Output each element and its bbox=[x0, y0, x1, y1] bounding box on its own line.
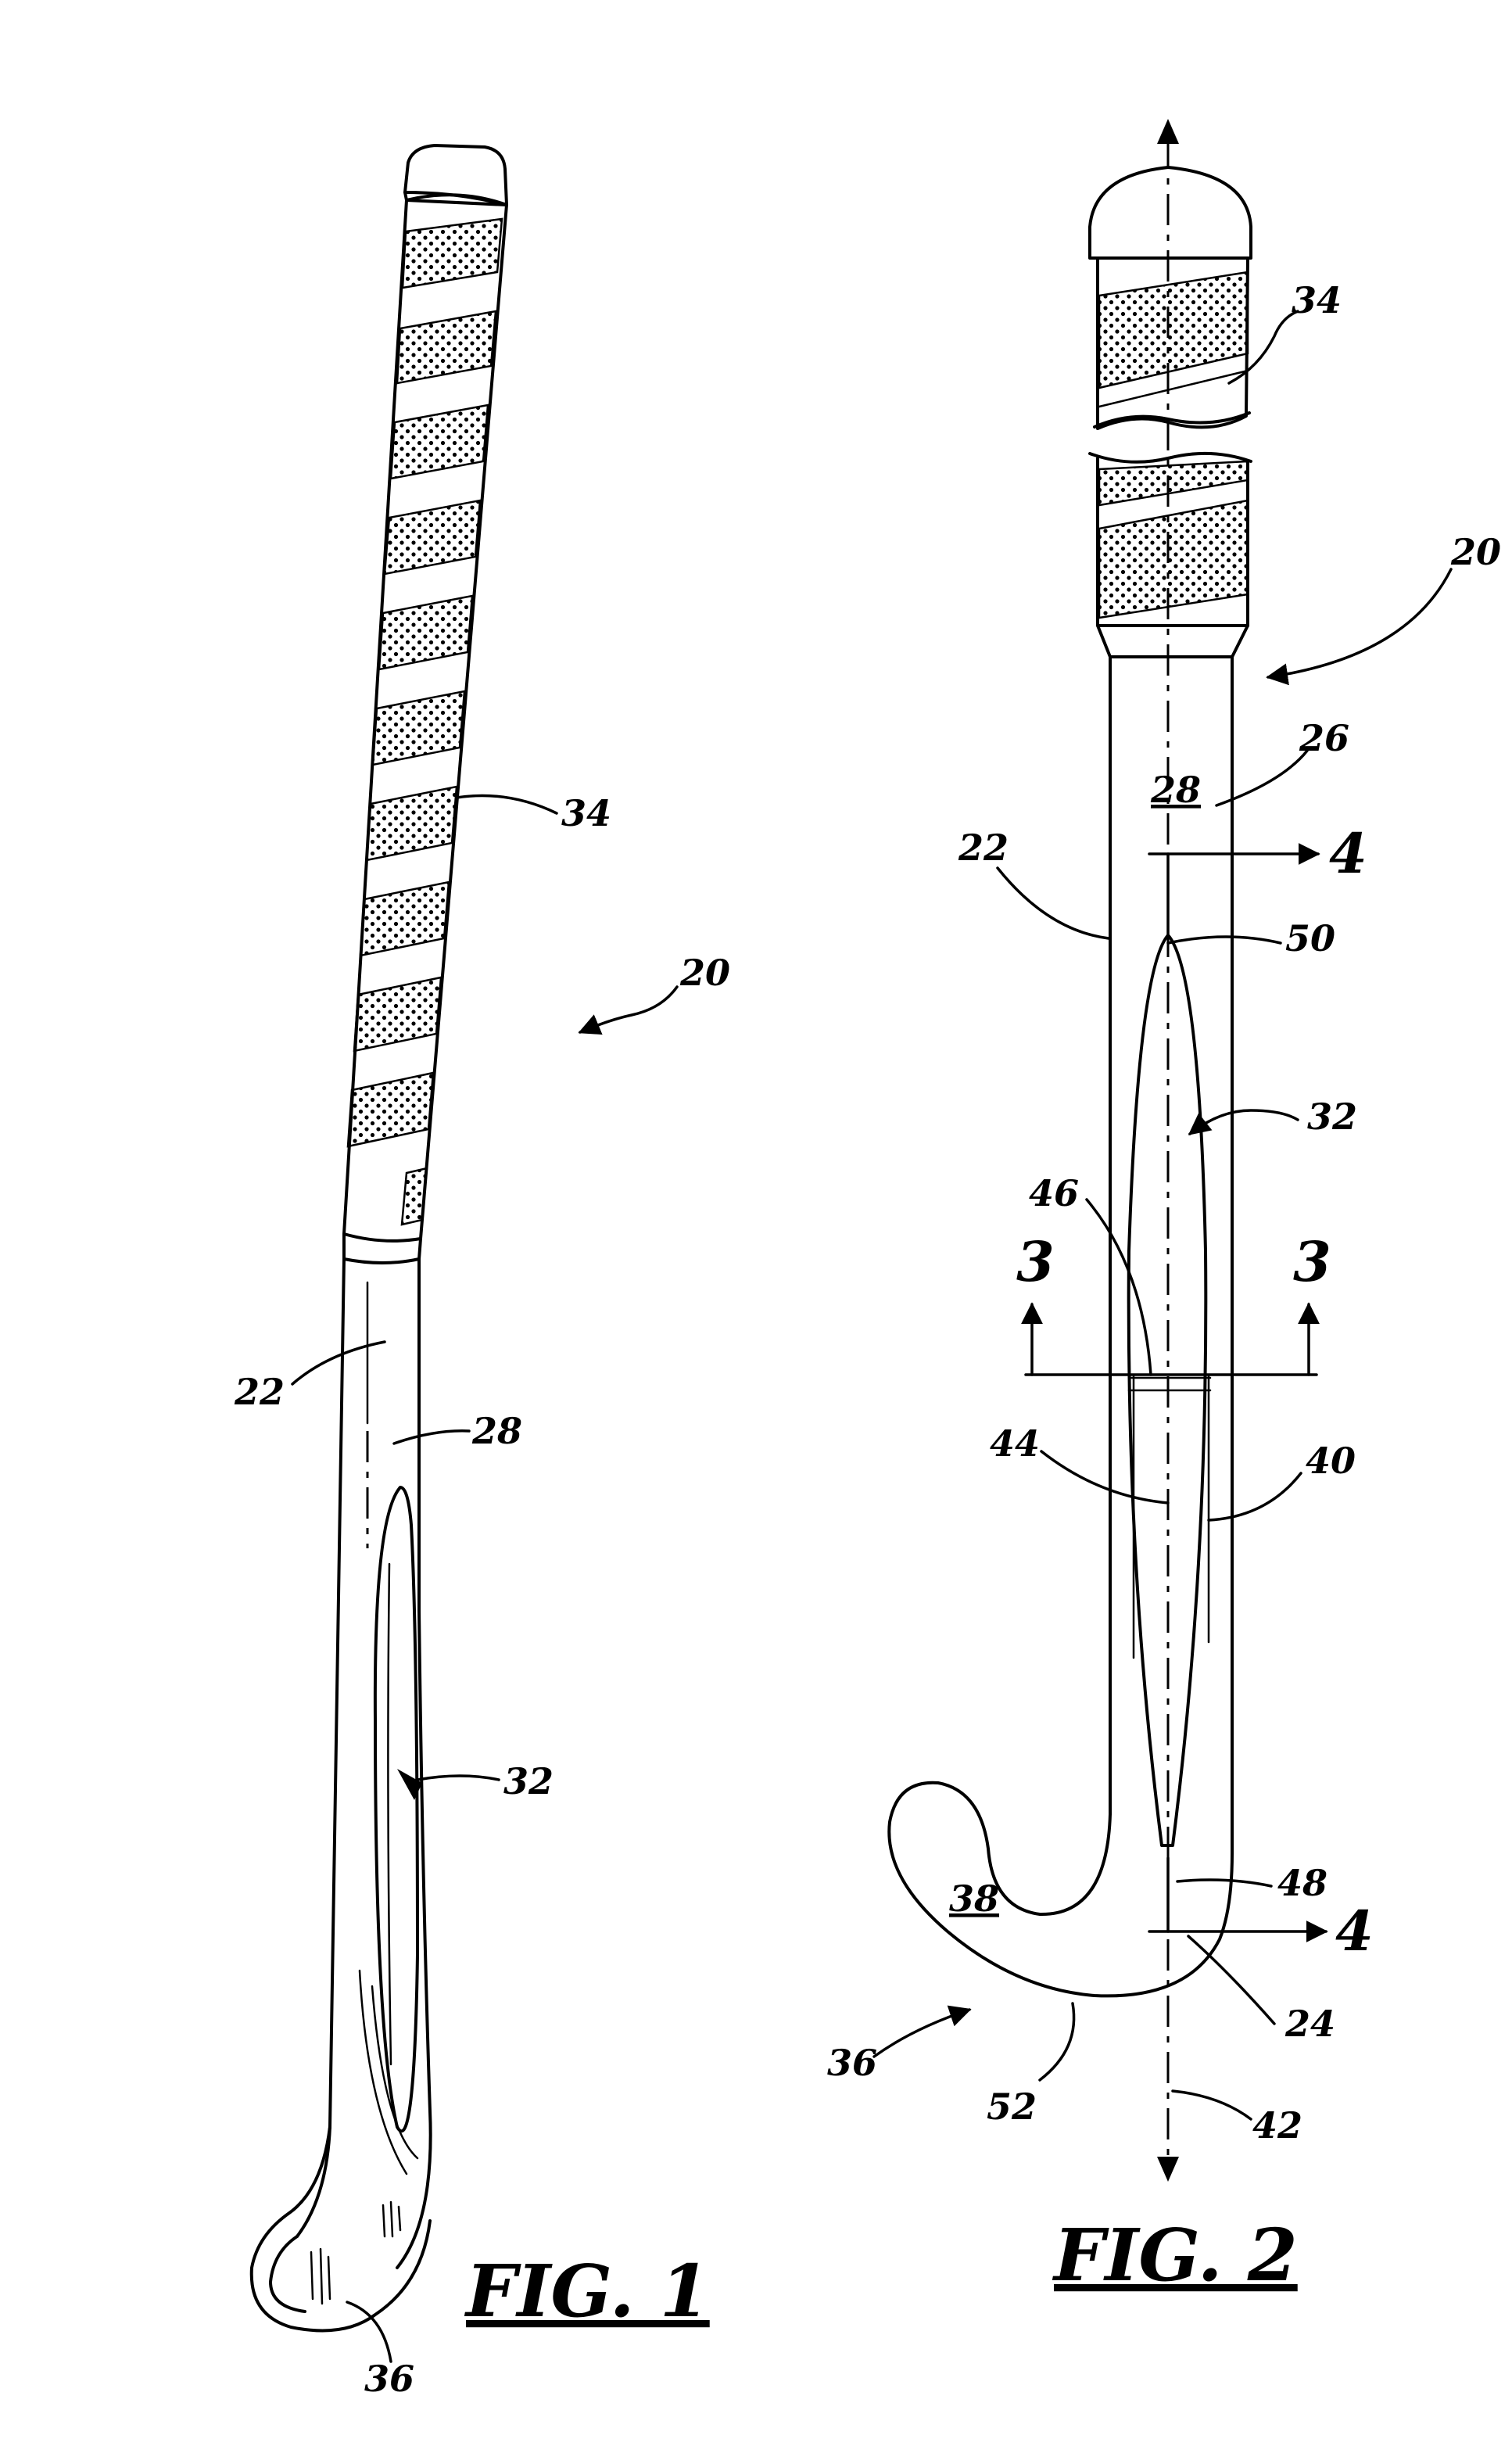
leader-36-fig2 bbox=[872, 2005, 972, 2058]
ref-32-fig2: 32 bbox=[1307, 1096, 1357, 1138]
grip-upper-break bbox=[1093, 411, 1251, 429]
channel-cross-band bbox=[1127, 1376, 1212, 1392]
ref-22-fig2: 22 bbox=[958, 827, 1009, 869]
grip-tape-upper bbox=[1098, 271, 1249, 389]
ref-40-fig2: 40 bbox=[1306, 1440, 1356, 1482]
section-4-top-label: 4 bbox=[1329, 821, 1367, 886]
grip-tape-lower-1 bbox=[1098, 460, 1249, 507]
grip-taper bbox=[1096, 624, 1249, 658]
leader-20-fig2 bbox=[1266, 568, 1453, 686]
leader-32-fig1 bbox=[416, 1774, 500, 1781]
ref-22-fig1: 22 bbox=[234, 1371, 285, 1413]
channel-recess-fig2 bbox=[1127, 934, 1208, 1847]
grip-tape-bands bbox=[346, 217, 503, 1226]
figure-2: 34 20 26 28 22 50 32 46 44 40 38 48 24 3… bbox=[827, 119, 1501, 2297]
ref-38-fig2: 38 bbox=[949, 1878, 999, 1920]
ref-46-fig2: 46 bbox=[1029, 1172, 1079, 1214]
grip-upper bbox=[1096, 256, 1249, 430]
grip-tape-lower-2 bbox=[1098, 499, 1249, 619]
ref-26-fig2: 26 bbox=[1299, 717, 1349, 759]
ref-24-fig2: 24 bbox=[1284, 2003, 1335, 2045]
leader-32-fig2 bbox=[1188, 1109, 1299, 1135]
leader-24-fig2 bbox=[1187, 1935, 1276, 2025]
channel-inner-lines bbox=[358, 1969, 419, 2175]
leader-22-fig1 bbox=[291, 1340, 386, 1386]
ref-52-fig2: 52 bbox=[987, 2086, 1037, 2128]
ref-44-fig2: 44 bbox=[990, 1422, 1040, 1465]
ref-50-fig2: 50 bbox=[1285, 917, 1335, 959]
head-fig2 bbox=[887, 1781, 1234, 1998]
stick-head bbox=[249, 2125, 432, 2333]
grip-lower-break bbox=[1088, 451, 1252, 464]
figure-1: 34 20 22 28 32 36 FIG. 1 bbox=[234, 144, 730, 2400]
head-hatching bbox=[310, 2200, 402, 2305]
section-3-right-label: 3 bbox=[1293, 1229, 1331, 1294]
leader-44-fig2 bbox=[1040, 1450, 1170, 1505]
channel-recess bbox=[373, 1486, 419, 2133]
leader-42-fig2 bbox=[1171, 2089, 1252, 2121]
axis-top-arrow bbox=[1157, 119, 1179, 144]
ref-28-fig2: 28 bbox=[1150, 769, 1201, 811]
section-3-left-label: 3 bbox=[1016, 1229, 1055, 1294]
grip-tape-upper-edge bbox=[1098, 369, 1249, 408]
ref-20-fig2: 20 bbox=[1450, 531, 1501, 573]
axis-bottom-arrow bbox=[1157, 2157, 1179, 2182]
leader-52-fig2 bbox=[1038, 2002, 1076, 2082]
figure-2-label: FIG. 2 bbox=[1052, 2213, 1298, 2297]
leader-48-fig2 bbox=[1176, 1878, 1273, 1888]
channel-inner bbox=[387, 1562, 392, 2066]
figure-1-label: FIG. 1 bbox=[464, 2249, 710, 2333]
head-toe-face bbox=[269, 2235, 306, 2313]
leader-26-fig2 bbox=[1215, 749, 1309, 807]
ref-32-fig1: 32 bbox=[503, 1760, 554, 1802]
section-4-bottom-label: 4 bbox=[1335, 1899, 1374, 1964]
leader-34-fig2 bbox=[1227, 310, 1299, 385]
ref-20-fig1: 20 bbox=[679, 952, 730, 994]
ref-34-fig2: 34 bbox=[1292, 279, 1342, 321]
ref-48-fig2: 48 bbox=[1277, 1862, 1327, 1904]
ref-42-fig2: 42 bbox=[1252, 2104, 1302, 2147]
grip-end-band bbox=[342, 1232, 422, 1264]
leader-20-fig1 bbox=[578, 985, 679, 1035]
leader-34-fig1 bbox=[455, 794, 558, 815]
leader-40-fig2 bbox=[1207, 1472, 1302, 1522]
end-cap-fig2 bbox=[1088, 166, 1252, 260]
shaft-outline bbox=[296, 1257, 432, 2269]
leader-46-fig2 bbox=[1085, 1198, 1152, 1376]
channel-marker bbox=[397, 1769, 422, 1800]
channel-side-40 bbox=[1132, 1375, 1210, 1659]
ref-36-fig2: 36 bbox=[827, 2042, 877, 2084]
ref-36-fig1: 36 bbox=[364, 2358, 414, 2400]
leader-28-fig1 bbox=[392, 1429, 471, 1445]
leader-22-fig2 bbox=[996, 866, 1110, 940]
leader-36-fig1 bbox=[346, 2301, 392, 2363]
ref-28-fig1: 28 bbox=[471, 1410, 522, 1452]
leader-50-fig2 bbox=[1166, 935, 1282, 945]
ref-34-fig1: 34 bbox=[561, 792, 611, 834]
